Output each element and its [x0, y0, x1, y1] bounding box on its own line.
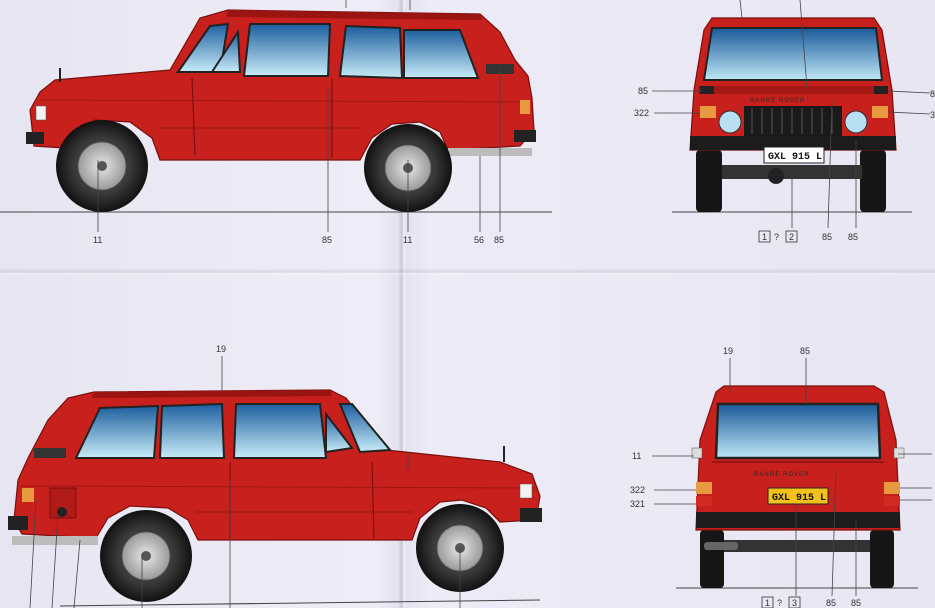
rear-bumper — [696, 512, 900, 528]
rear-bumper — [514, 130, 536, 142]
side-view-right: 11 85 11 56 85 — [0, 0, 552, 245]
rear-door-window — [338, 24, 404, 80]
horizontal-fold-line — [0, 268, 935, 276]
rear-sill-step — [12, 536, 98, 545]
ref-1: 1 — [765, 598, 770, 608]
callout-rear-light: 85 — [494, 235, 504, 245]
windscreen-front — [702, 27, 884, 81]
ref-1: 1 — [762, 232, 767, 242]
headlight-side — [519, 483, 533, 499]
ref-3: 3 — [792, 598, 797, 608]
rear-left-tyre — [700, 530, 724, 588]
headlight-left — [718, 110, 742, 134]
mirror-right — [893, 447, 905, 459]
windscreen-side — [338, 403, 393, 454]
rear-number-plate — [767, 487, 829, 505]
tail-light-left-lower — [696, 496, 712, 506]
rear-wheel — [100, 510, 192, 602]
mirror-right — [874, 86, 888, 94]
rear-bumper — [8, 516, 28, 530]
front-quarter-window — [325, 411, 354, 454]
windscreen-side — [176, 22, 230, 73]
ref-box-1 — [761, 596, 774, 608]
callout-sill: 56 — [474, 235, 484, 245]
callout-front-wheel: 11 — [93, 235, 102, 245]
callout-door-trim: 85 — [322, 235, 332, 245]
bonnet-line — [698, 86, 886, 94]
rear-view: RANGE ROVER GXL 915 L 19 85 11 322 — [630, 346, 932, 608]
front-bumper — [520, 508, 542, 522]
callout-upper-left: 85 — [638, 86, 648, 96]
headlight-side — [35, 105, 47, 121]
rear-indicator — [520, 100, 530, 114]
mirror-left — [691, 447, 703, 459]
headlight-right — [844, 110, 868, 134]
indicator-right — [872, 106, 888, 118]
rear-right-tyre — [870, 530, 894, 588]
front-quarter-window — [210, 28, 242, 73]
front-door-window — [232, 403, 328, 459]
callout-window-top: 85 — [800, 346, 810, 356]
tail-light-left-upper — [696, 482, 712, 494]
front-bumper — [26, 132, 44, 144]
mirror-left — [700, 86, 714, 94]
callout-mirror: 11 — [632, 451, 641, 461]
rear-indicator — [22, 488, 34, 502]
rear-side-window — [403, 29, 480, 79]
callout-light-upper: 322 — [630, 485, 645, 495]
front-view: RANGE ROVER GXL 915 L — [634, 0, 935, 243]
callout-light-lower: 321 — [630, 499, 645, 509]
ref-box-1 — [758, 230, 771, 243]
vertical-fold-line — [398, 0, 406, 608]
tail-light-right-upper — [884, 482, 900, 494]
callout-bottom-mid1: 85 — [822, 232, 832, 242]
front-axle — [722, 165, 862, 179]
roof-strip — [92, 390, 332, 398]
indicator-left — [700, 106, 716, 118]
callout-light-right: 322 — [930, 110, 935, 120]
fuel-cap — [57, 507, 67, 517]
front-wheel — [56, 120, 148, 212]
rear-side-window — [74, 404, 160, 459]
callout-bottom-right: 85 — [851, 598, 861, 608]
rear-window — [714, 402, 882, 460]
callout-upper-right: 85 — [930, 89, 935, 99]
tow-hitch — [768, 168, 784, 184]
ref-sep: ? — [774, 232, 779, 242]
ref-sep: ? — [777, 598, 782, 608]
rear-door-window — [158, 402, 226, 459]
rear-sill-step — [448, 148, 532, 156]
callout-bottom-mid: 85 — [826, 598, 836, 608]
rear-vent — [34, 448, 66, 458]
ref-box-3 — [788, 596, 801, 608]
tailgate-badge: RANGE ROVER — [754, 472, 809, 478]
tail-light-right-lower — [884, 496, 900, 506]
front-door-window — [242, 23, 332, 77]
grille-badge: RANGE ROVER — [750, 98, 805, 104]
ref-box-2 — [785, 230, 798, 243]
callout-roof: 19 — [723, 346, 733, 356]
rear-axle — [724, 540, 870, 552]
front-number-plate — [763, 146, 825, 164]
front-bumper — [690, 136, 896, 150]
callout-roof: 19 — [216, 344, 226, 354]
front-grille — [744, 106, 842, 136]
rear-vent — [486, 64, 514, 74]
grille-slats — [751, 108, 833, 134]
ground-line — [59, 599, 541, 607]
exhaust — [704, 542, 738, 550]
side-view-left: 19 — [8, 344, 542, 608]
callout-light-left: 322 — [634, 108, 649, 118]
roof-strip — [226, 10, 482, 20]
front-right-tyre — [860, 150, 886, 212]
front-left-tyre — [696, 150, 722, 212]
rear-plate-text: GXL 915 L — [772, 493, 826, 504]
front-plate-text: GXL 915 L — [768, 152, 822, 163]
ref-2: 2 — [789, 232, 794, 242]
callout-rear-wheel: 11 — [403, 235, 412, 245]
callout-bottom-mid2: 85 — [848, 232, 858, 242]
